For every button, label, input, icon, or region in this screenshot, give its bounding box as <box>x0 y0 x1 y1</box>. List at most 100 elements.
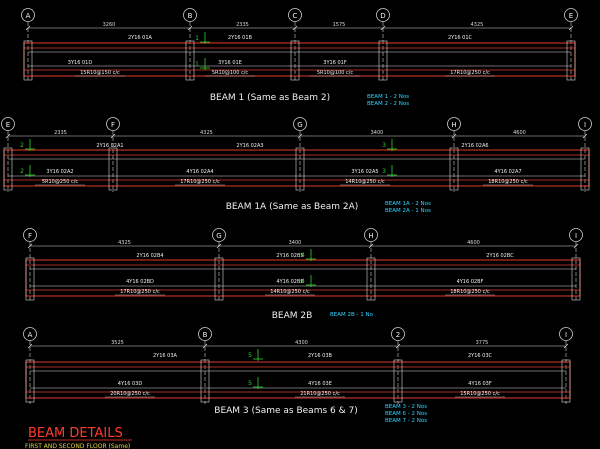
column-support <box>25 257 35 301</box>
column-support <box>25 359 35 403</box>
section-mark-number: 5 <box>248 380 252 387</box>
span-dimension: 3775 <box>476 340 489 346</box>
stirrup-label: 17R10@250 c/c <box>450 70 490 76</box>
span-dimension: 2335 <box>236 22 249 28</box>
gridline-label: C <box>293 12 298 20</box>
dimension-tick <box>27 343 33 349</box>
gridline-bubble <box>183 8 197 22</box>
gridline-bubble <box>376 8 390 22</box>
bottom-bar-label: 4Y16 03F <box>468 381 492 387</box>
beam-title: BEAM 3 (Same as Beams 6 & 7) <box>214 406 357 416</box>
top-bar-label: 2Y16 02B4 <box>136 253 163 259</box>
section-mark-number: 3 <box>382 168 386 175</box>
gridline-label: F <box>111 121 115 129</box>
bottom-bar-label: 3Y16 01D <box>68 60 93 66</box>
stirrup-label: 17R10@250 c/c <box>180 179 220 185</box>
beam-schedule-entry: BEAM 1 - 2 Nos <box>367 94 409 100</box>
gridline-label: H <box>451 121 456 129</box>
drawing-title: BEAM DETAILS <box>28 426 123 441</box>
gridline-bubble <box>21 8 35 22</box>
gridline-label: 2 <box>396 331 400 339</box>
span-dimension: 4325 <box>200 130 213 136</box>
gridline-label: G <box>297 121 302 129</box>
span-dimension: 4600 <box>513 130 526 136</box>
column-support <box>366 257 376 301</box>
top-bar-label: 2Y16 03A <box>153 353 178 359</box>
dimension-tick <box>27 243 33 249</box>
gridline-bubble <box>447 117 461 131</box>
gridline-label: F <box>28 232 32 240</box>
bottom-bar-label: 3Y16 02A2 <box>46 169 73 175</box>
dimension-tick <box>5 133 11 139</box>
top-bar-label: 2Y16 01C <box>448 35 473 41</box>
stirrup-label: 18R10@250 c/c <box>488 179 528 185</box>
gridline-label: E <box>6 121 10 129</box>
bottom-bar-label: 3Y16 02A5 <box>351 169 378 175</box>
column-support <box>108 147 118 191</box>
stirrup-label: 20R10@250 c/c <box>110 391 150 397</box>
top-bar-label: 2Y16 01A <box>128 35 153 41</box>
beam-schedule-entry: BEAM 2A - 1 Nos <box>385 208 431 214</box>
top-bar-label: 2Y16 02A1 <box>96 143 123 149</box>
stirrup-label: 5R10@250 c/c <box>42 179 79 185</box>
gridline-bubble <box>364 228 378 242</box>
stirrup-label: 5R10@100 c/c <box>212 70 249 76</box>
gridline-label: I <box>575 232 577 240</box>
gridline-bubble <box>212 228 226 242</box>
gridline-label: B <box>188 12 193 20</box>
span-dimension: 2335 <box>54 130 67 136</box>
bottom-bar-label: 4Y16 02A4 <box>186 169 213 175</box>
span-dimension: 3400 <box>371 130 384 136</box>
gridline-bubble <box>578 117 592 131</box>
drawing-subtitle: FIRST AND SECOND FLOOR (Same) <box>25 443 130 449</box>
top-bar-label: 2Y16 03C <box>468 353 493 359</box>
column-support <box>295 147 305 191</box>
dimension-tick <box>187 25 193 31</box>
stirrup-label: 15R10@250 c/c <box>460 391 500 397</box>
dimension-tick <box>568 25 574 31</box>
dimension-tick <box>573 243 579 249</box>
dimension-tick <box>297 133 303 139</box>
column-support <box>393 359 403 403</box>
top-bar-label: 2Y16 02A6 <box>461 143 488 149</box>
gridline-label: D <box>380 12 385 20</box>
column-support <box>449 147 459 191</box>
column-support <box>378 40 388 81</box>
dimension-tick <box>25 25 31 31</box>
gridline-label: B <box>203 331 208 339</box>
top-bar-label: 2Y16 01B <box>228 35 253 41</box>
stirrup-label: 17R10@250 c/c <box>120 289 160 295</box>
gridline-bubble <box>106 117 120 131</box>
dimension-tick <box>368 243 374 249</box>
stirrup-label: 21R10@250 c/c <box>300 391 340 397</box>
column-support <box>290 40 300 81</box>
gridline-bubble <box>391 327 405 341</box>
top-bar-label: 2Y16 03B <box>308 353 333 359</box>
beam-schedule-entry: BEAM 1A - 2 Nos <box>385 201 431 207</box>
section-mark-number: 1 <box>195 35 199 42</box>
stirrup-label: 5R10@100 c/c <box>317 70 354 76</box>
gridline-label: A <box>28 331 33 339</box>
column-support <box>566 40 576 81</box>
gridline-label: I <box>584 121 586 129</box>
stirrup-label: 18R10@250 c/c <box>450 289 490 295</box>
bottom-bar-label: 4Y16 03E <box>308 381 332 387</box>
beam-title: BEAM 2B <box>272 311 313 321</box>
beam-schedule-entry: BEAM 2B - 1 No <box>330 312 374 318</box>
column-support <box>571 257 581 301</box>
top-bar-label: 2Y16 02B5 <box>276 253 303 259</box>
gridline-bubble <box>198 327 212 341</box>
dimension-tick <box>451 133 457 139</box>
span-dimension: 4300 <box>295 340 308 346</box>
gridline-bubble <box>569 228 583 242</box>
dimension-tick <box>292 25 298 31</box>
bottom-bar-label: 4Y16 03D <box>118 381 143 387</box>
span-dimension: 4600 <box>467 240 480 246</box>
span-dimension: 3400 <box>289 240 302 246</box>
bottom-bar-label: 4Y16 02BF <box>457 279 484 285</box>
section-mark-number: 4 <box>301 278 305 285</box>
top-bar-label: 2Y16 02A3 <box>236 143 263 149</box>
section-mark-number: 3 <box>382 142 386 149</box>
column-support <box>214 257 224 301</box>
